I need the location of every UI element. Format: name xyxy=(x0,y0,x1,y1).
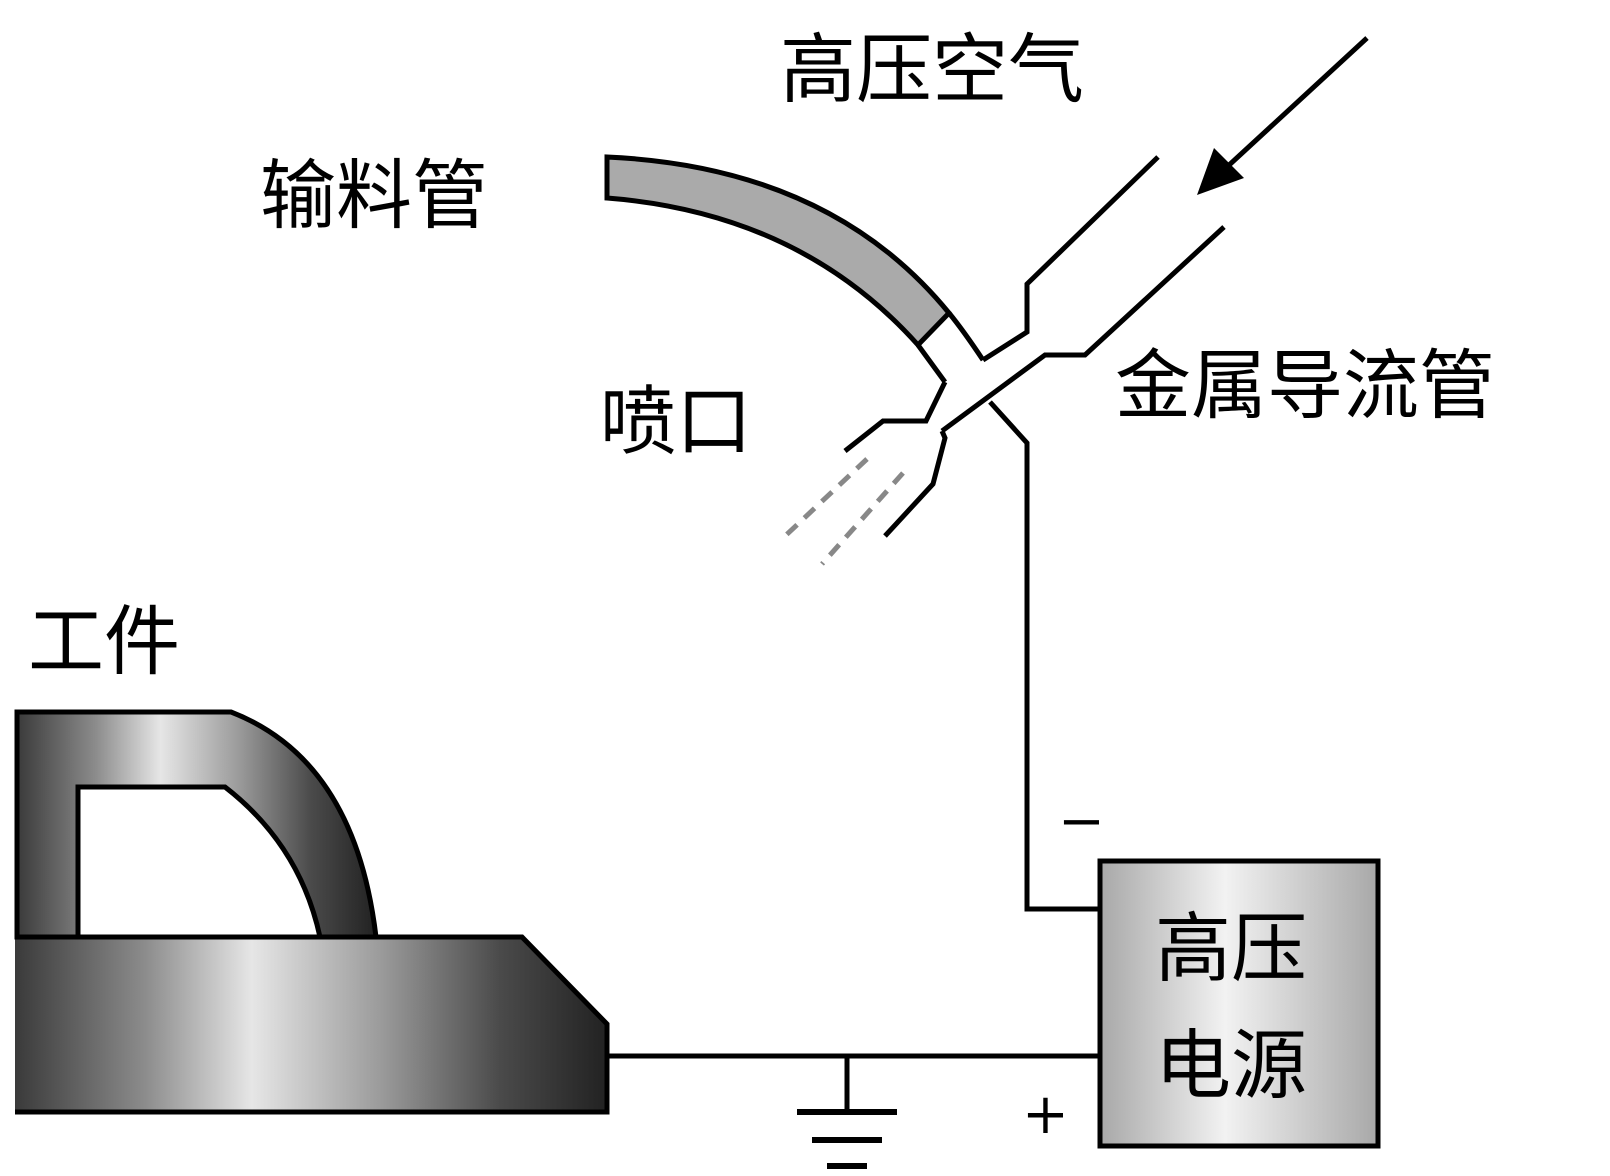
label-high-pressure-air: 高压空气 xyxy=(780,25,1084,114)
spray-line-1 xyxy=(781,457,869,540)
nozzle-lower-lip xyxy=(883,430,948,538)
label-nozzle: 喷口 xyxy=(600,377,752,466)
label-metal-guide-pipe: 金属导流管 xyxy=(1115,341,1495,430)
label-negative-terminal: − xyxy=(1058,789,1105,854)
power-supply-box xyxy=(1097,858,1381,1149)
negative-wire xyxy=(988,400,1098,912)
nozzle-upper-lip xyxy=(843,380,948,453)
feed-pipe-inner-wall xyxy=(915,343,948,384)
metal-guide-pipe-upper-wall xyxy=(981,155,1160,363)
label-power-supply-line2: 电源 xyxy=(1155,1021,1307,1110)
air-flow-arrow-shaft xyxy=(1213,36,1369,180)
spray-line-2 xyxy=(820,471,905,566)
metal-guide-pipe-lower-wall xyxy=(940,225,1226,434)
air-flow-arrow-head xyxy=(1197,148,1244,195)
label-feed-pipe: 输料管 xyxy=(260,151,488,240)
workpiece-arch xyxy=(14,709,379,940)
label-positive-terminal: + xyxy=(1022,1082,1069,1147)
label-power-supply-line1: 高压 xyxy=(1155,904,1307,993)
label-workpiece: 工件 xyxy=(28,597,180,686)
workpiece-base xyxy=(15,934,610,1115)
feed-pipe xyxy=(604,154,953,349)
feed-pipe-outer-wall xyxy=(947,311,986,362)
